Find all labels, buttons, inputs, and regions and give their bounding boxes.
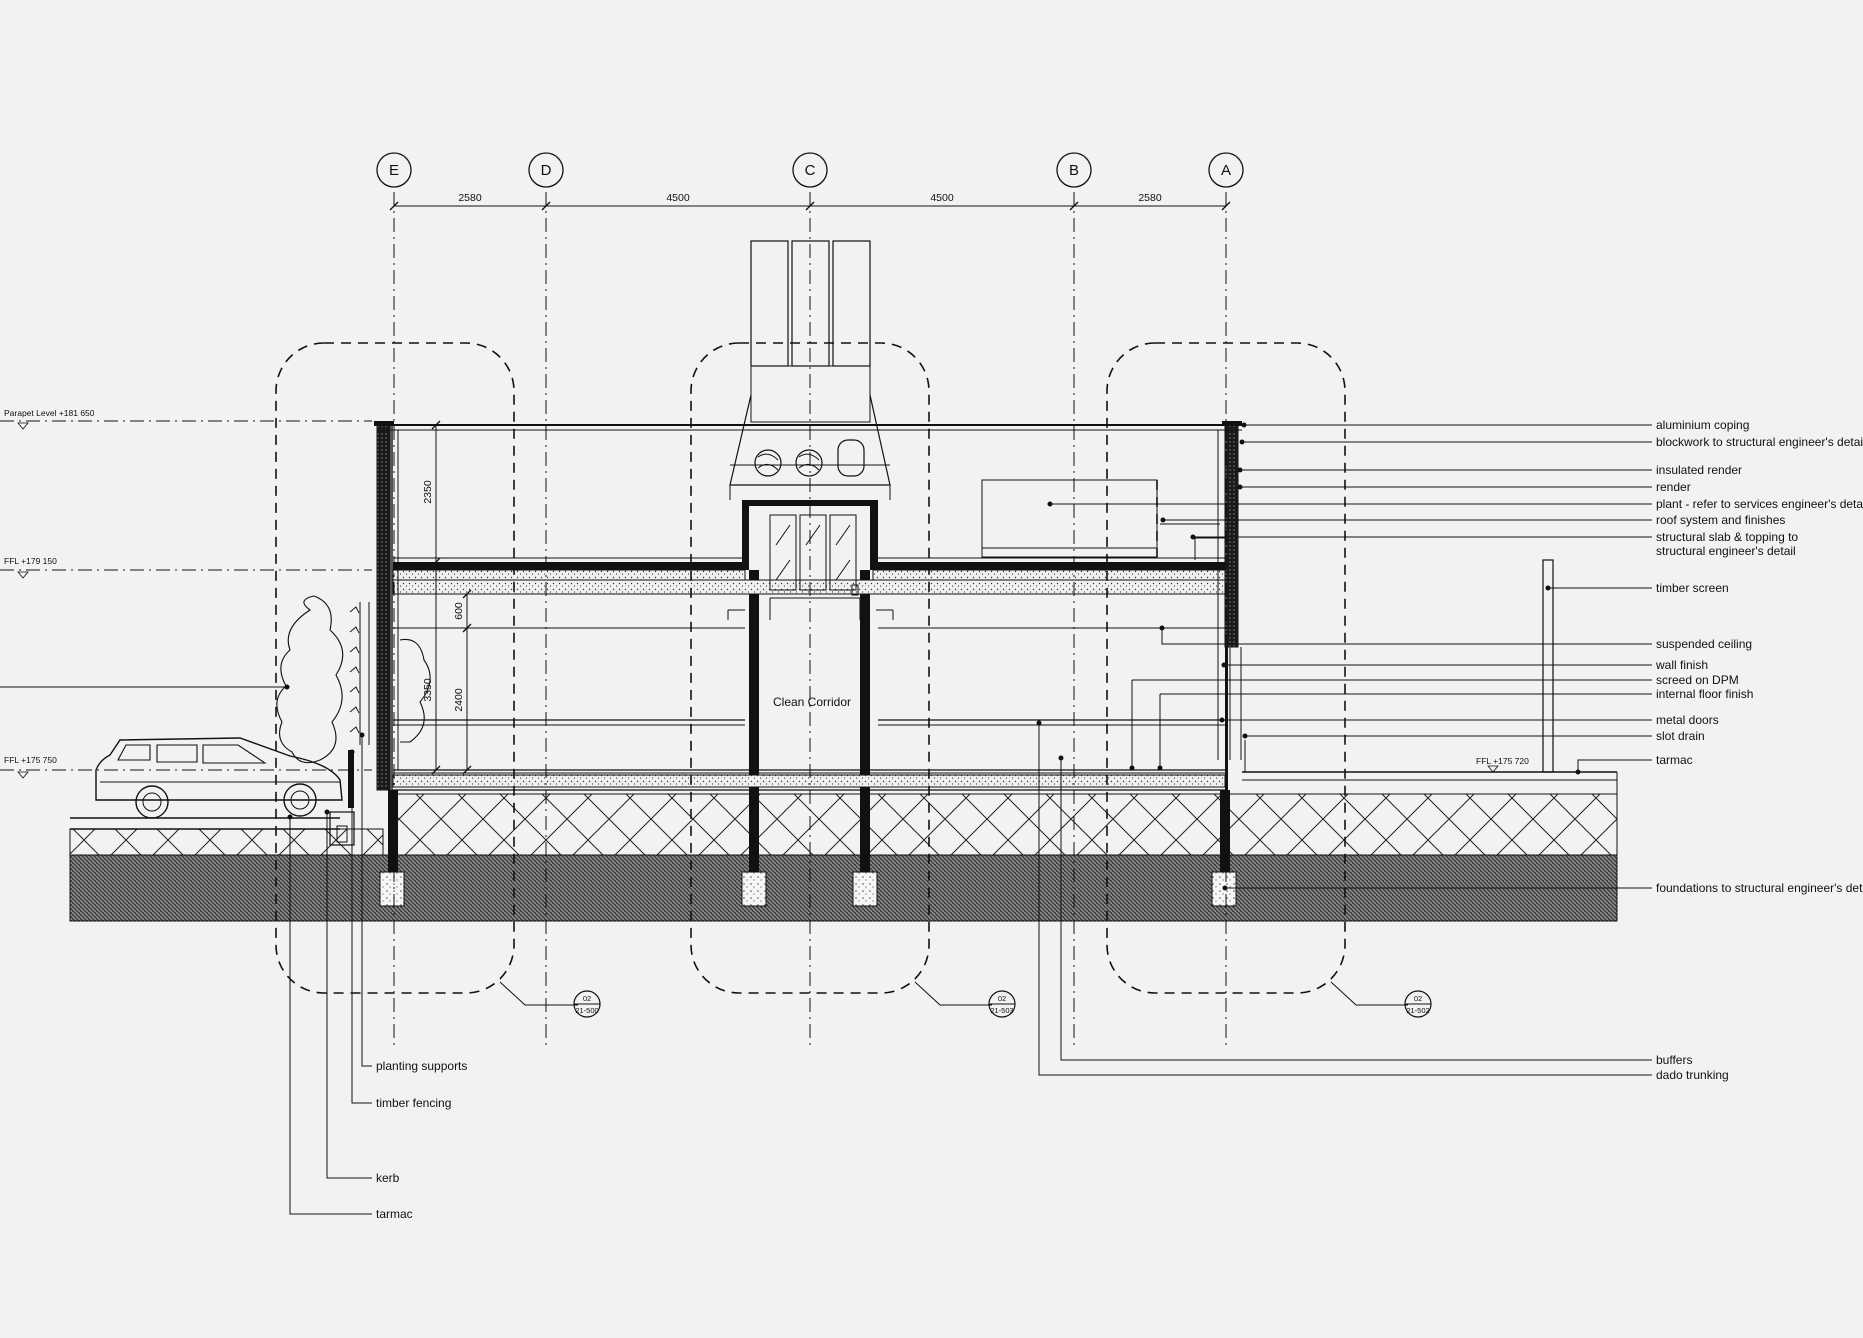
note-plant: plant - refer to services engineer's det… [1656,497,1863,511]
svg-text:C: C [805,162,816,179]
grid-system: E D C B A 2580 4500 4500 2580 [376,152,1244,1050]
note-wall-finish: wall finish [1655,658,1708,672]
svg-text:E: E [389,162,399,179]
note-internal-floor: internal floor finish [1656,687,1753,701]
grid-spacing-e-d: 2580 [458,192,482,204]
planting-supports-graphic [349,602,370,745]
svg-text:21-502: 21-502 [1406,1006,1429,1015]
ffl-lower-level: FFL +175 750 [4,755,57,765]
room-label: Clean Corridor [773,695,851,709]
note-timber-screen: timber screen [1656,581,1729,595]
grid-bubble-d: D [528,152,564,188]
svg-text:B: B [1069,162,1079,179]
note-timber-fencing: timber fencing [376,1096,451,1110]
tree-outline [276,595,431,764]
ground-floor [392,769,1226,791]
dim-floor-to-ceiling: 2400 [453,688,465,712]
car-illustration [95,737,343,819]
note-structural-slab-1: structural slab & topping to [1656,530,1798,544]
note-suspended-ceiling: suspended ceiling [1656,637,1752,651]
svg-text:A: A [1221,162,1231,179]
internal-lines [393,430,1225,770]
parapet-level: Parapet Level +181 650 [4,408,95,418]
level-markers: Parapet Level +181 650 FFL +179 150 FFL … [0,408,1560,779]
grid-spacing-d-c: 4500 [666,192,690,204]
note-foundations: foundations to structural engineer's det… [1656,881,1863,895]
note-tarmac-right: tarmac [1656,753,1693,767]
roof-plant-unit [981,479,1225,560]
svg-text:21-503: 21-503 [990,1006,1013,1015]
detail-tag-3[interactable]: 02 21-502 [1404,990,1432,1018]
svg-text:02: 02 [1414,994,1422,1003]
note-structural-slab-2: structural engineer's detail [1656,544,1796,558]
annotations-right: aluminium coping blockwork to structural… [1655,418,1863,1082]
grid-spacing-b-a: 2580 [1138,192,1162,204]
note-blockwork: blockwork to structural engineer's detai… [1656,435,1863,449]
grid-bubble-e: E [376,152,412,188]
note-roof-system: roof system and finishes [1656,513,1785,527]
note-slot-drain: slot drain [1656,729,1705,743]
dim-ceiling-void: 600 [453,602,465,620]
right-leaders [1038,424,1652,1076]
detail-callouts: 02 21-500 02 21-503 02 21-502 [275,342,1432,1018]
svg-text:02: 02 [583,994,591,1003]
note-aluminium-coping: aluminium coping [1656,418,1749,432]
dim-parapet-height: 2350 [422,480,434,504]
svg-text:02: 02 [998,994,1006,1003]
grid-bubble-b: B [1056,152,1092,188]
bottom-leaders [0,686,372,1215]
detail-tag-1[interactable]: 02 21-500 [573,990,601,1018]
foundations [379,871,1237,907]
ffl-right-level: FFL +175 720 [1476,756,1529,766]
svg-text:21-500: 21-500 [575,1006,598,1015]
grid-bubble-a: A [1208,152,1244,188]
note-insulated-render: insulated render [1656,463,1742,477]
note-render: render [1656,480,1691,494]
note-screed: screed on DPM [1656,673,1739,687]
note-dado-trunking: dado trunking [1656,1068,1729,1082]
note-tarmac-left: tarmac [376,1207,413,1221]
sub-base-hatch-left [69,828,384,856]
note-buffers: buffers [1656,1053,1692,1067]
vertical-dimensions: 2350 600 3350 2400 [422,420,472,775]
ground-layers [69,771,1618,922]
roof [392,557,1226,595]
svg-text:D: D [541,162,552,179]
grid-bubble-c: C [792,152,828,188]
detail-tag-2[interactable]: 02 21-503 [988,990,1016,1018]
note-kerb: kerb [376,1171,400,1185]
ffl-upper-level: FFL +179 150 [4,556,57,566]
external-walls [374,421,1246,791]
note-planting-supports: planting supports [376,1059,467,1073]
columns [388,570,1230,872]
annotations-bottom: planting supports timber fencing kerb ta… [376,1059,467,1221]
grid-spacing-c-b: 4500 [930,192,954,204]
external-works [95,595,431,846]
timber-screen [1542,559,1554,773]
sub-base-hatch [394,793,1618,856]
note-metal-doors: metal doors [1656,713,1719,727]
